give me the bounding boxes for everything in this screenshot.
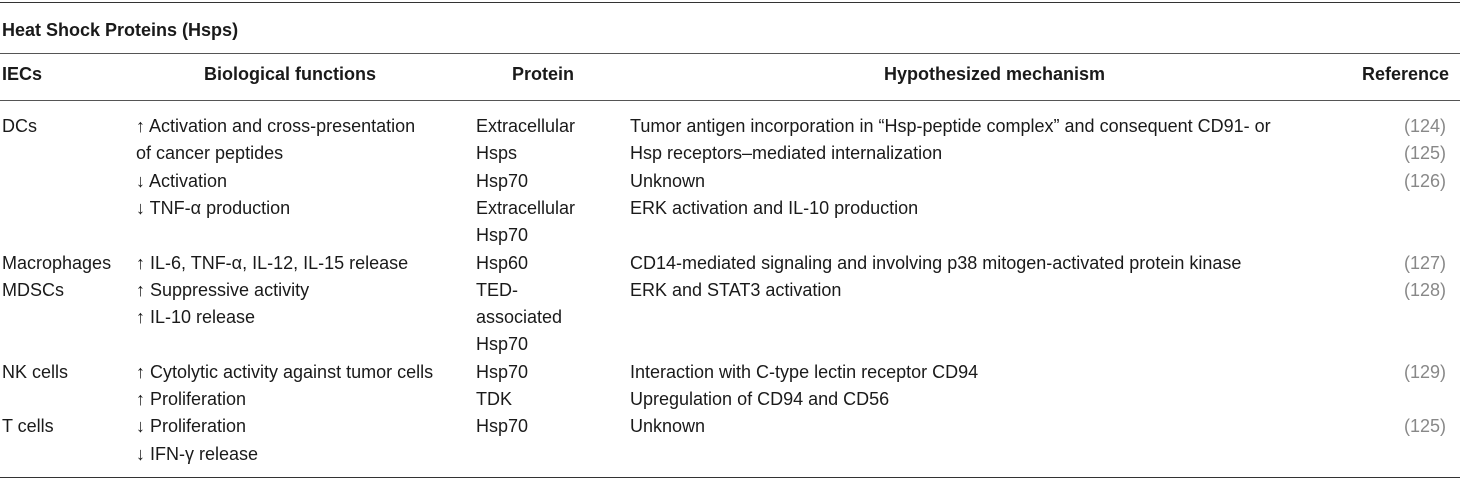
cell-protein-line: Hsp60 xyxy=(476,252,529,273)
cell-biological-functions: ↑ Activation and cross-presentation of ca… xyxy=(136,113,415,222)
cell-iec-line: MDSCs xyxy=(2,279,64,300)
cell-reference: (127) xyxy=(1404,250,1446,277)
cell-protein: Hsp60 xyxy=(476,250,528,277)
cell-biological-functions-line: ↓ IFN-γ release xyxy=(136,443,259,464)
cell-biological-functions: ↑ IL-6, TNF-α, IL-12, IL-15 release xyxy=(136,250,408,277)
table-row: Macrophages ↑ IL-6, TNF-α, IL-12, IL-15 r… xyxy=(0,250,1460,277)
cell-biological-functions-line: ↓ Activation xyxy=(136,170,228,191)
cell-reference-line: (127) xyxy=(1404,252,1447,273)
cell-iec-line: NK cells xyxy=(2,361,69,382)
cell-reference: (124) (125) (126) xyxy=(1404,113,1446,195)
cell-mechanism-line: Interaction with C-type lectin receptor … xyxy=(630,361,979,382)
cell-biological-functions-line: ↓ Proliferation xyxy=(136,416,247,437)
cell-biological-functions-line: ↑ Activation and cross-presentation xyxy=(136,116,416,136)
cell-iec: MDSCs xyxy=(2,277,64,304)
cell-reference-line: (129) xyxy=(1404,361,1447,382)
cell-protein-line: TED- xyxy=(476,279,518,300)
cell-biological-functions: ↑ Suppressive activity ↑ IL-10 release xyxy=(136,277,309,332)
cell-protein-line: Hsp70 xyxy=(476,225,529,246)
cell-iec-line: Macrophages xyxy=(2,252,112,273)
cell-iec-line: DCs xyxy=(2,116,37,136)
cell-protein-line: Hsps xyxy=(476,143,518,164)
cell-mechanism: Unknown xyxy=(630,413,705,440)
table-body: DCs ↑ Activation and cross-presentation of… xyxy=(0,113,1460,468)
cell-biological-functions-line: ↑ Suppressive activity xyxy=(136,279,310,300)
cell-reference-line: (128) xyxy=(1404,279,1447,300)
header-protein: Protein xyxy=(512,64,575,84)
table-row: NK cells ↑ Cytolytic activity against tum… xyxy=(0,359,1460,414)
cell-biological-functions-line: ↓ TNF-α production xyxy=(136,197,291,218)
cell-iec: T cells xyxy=(2,413,54,440)
cell-mechanism-line: Hsp receptors–mediated internalization xyxy=(630,143,943,164)
cell-protein-line: Extracellular xyxy=(476,116,576,136)
table-row: MDSCs ↑ Suppressive activity ↑ IL-10 relea… xyxy=(0,277,1460,359)
cell-protein-line: Hsp70 xyxy=(476,416,529,437)
cell-reference-line: (126) xyxy=(1404,170,1447,191)
cell-reference: (128) xyxy=(1404,277,1446,304)
cell-protein-line: Extracellular xyxy=(476,197,576,218)
title-rule xyxy=(0,53,1460,54)
header-hypothesized-mechanism: Hypothesized mechanism xyxy=(884,64,1106,84)
cell-biological-functions-line: ↑ Cytolytic activity against tumor cells xyxy=(136,361,434,382)
cell-reference-line: (125) xyxy=(1404,416,1447,437)
header-iecs: IECs xyxy=(2,64,43,84)
cell-mechanism-line: Upregulation of CD94 and CD56 xyxy=(630,388,890,409)
table-row: T cells ↓ Proliferation ↓ IFN-γ release Hsp… xyxy=(0,413,1460,468)
cell-protein: Hsp70 xyxy=(476,413,528,440)
cell-biological-functions-line: of cancer peptides xyxy=(136,143,284,164)
cell-biological-functions: ↓ Proliferation ↓ IFN-γ release xyxy=(136,413,258,468)
table-title: Heat Shock Proteins (Hsps) xyxy=(2,20,239,40)
cell-mechanism: CD14-mediated signaling and involving p3… xyxy=(630,250,1241,277)
cell-mechanism-line: Unknown xyxy=(630,170,706,191)
bottom-rule xyxy=(0,477,1460,478)
cell-iec-line: T cells xyxy=(2,416,54,437)
header-reference: Reference xyxy=(1362,64,1450,84)
cell-biological-functions-line: ↑ IL-10 release xyxy=(136,307,256,328)
cell-iec: NK cells xyxy=(2,359,68,386)
cell-mechanism: Tumor antigen incorporation in “Hsp-pept… xyxy=(630,113,1271,222)
cell-mechanism: Interaction with C-type lectin receptor … xyxy=(630,359,978,414)
cell-protein-line: Hsp70 xyxy=(476,170,529,191)
cell-mechanism-line: ERK and STAT3 activation xyxy=(630,279,842,300)
top-rule xyxy=(0,2,1460,3)
cell-mechanism-line: Unknown xyxy=(630,416,706,437)
cell-protein-line: TDK xyxy=(476,388,512,409)
header-rule xyxy=(0,100,1460,101)
cell-biological-functions: ↑ Cytolytic activity against tumor cells… xyxy=(136,359,433,414)
cell-mechanism: ERK and STAT3 activation xyxy=(630,277,841,304)
header-biological-functions: Biological functions xyxy=(204,64,377,84)
cell-reference-line: (124) xyxy=(1404,116,1447,136)
cell-protein-line: associated xyxy=(476,307,563,328)
cell-iec: DCs xyxy=(2,113,37,140)
cell-protein-line: Hsp70 xyxy=(476,361,529,382)
cell-iec: Macrophages xyxy=(2,250,111,277)
cell-protein-line: Hsp70 xyxy=(476,334,529,355)
cell-reference: (125) xyxy=(1404,413,1446,440)
cell-mechanism-line: ERK activation and IL-10 production xyxy=(630,197,919,218)
cell-biological-functions-line: ↑ Proliferation xyxy=(136,388,247,409)
cell-biological-functions-line: ↑ IL-6, TNF-α, IL-12, IL-15 release xyxy=(136,252,409,273)
cell-reference-line: (125) xyxy=(1404,143,1447,164)
cell-mechanism-line: CD14-mediated signaling and involving p3… xyxy=(630,252,1242,273)
cell-reference: (129) xyxy=(1404,359,1446,386)
cell-mechanism-line: Tumor antigen incorporation in “Hsp-pept… xyxy=(630,116,1271,136)
table-row: DCs ↑ Activation and cross-presentation of… xyxy=(0,113,1460,250)
